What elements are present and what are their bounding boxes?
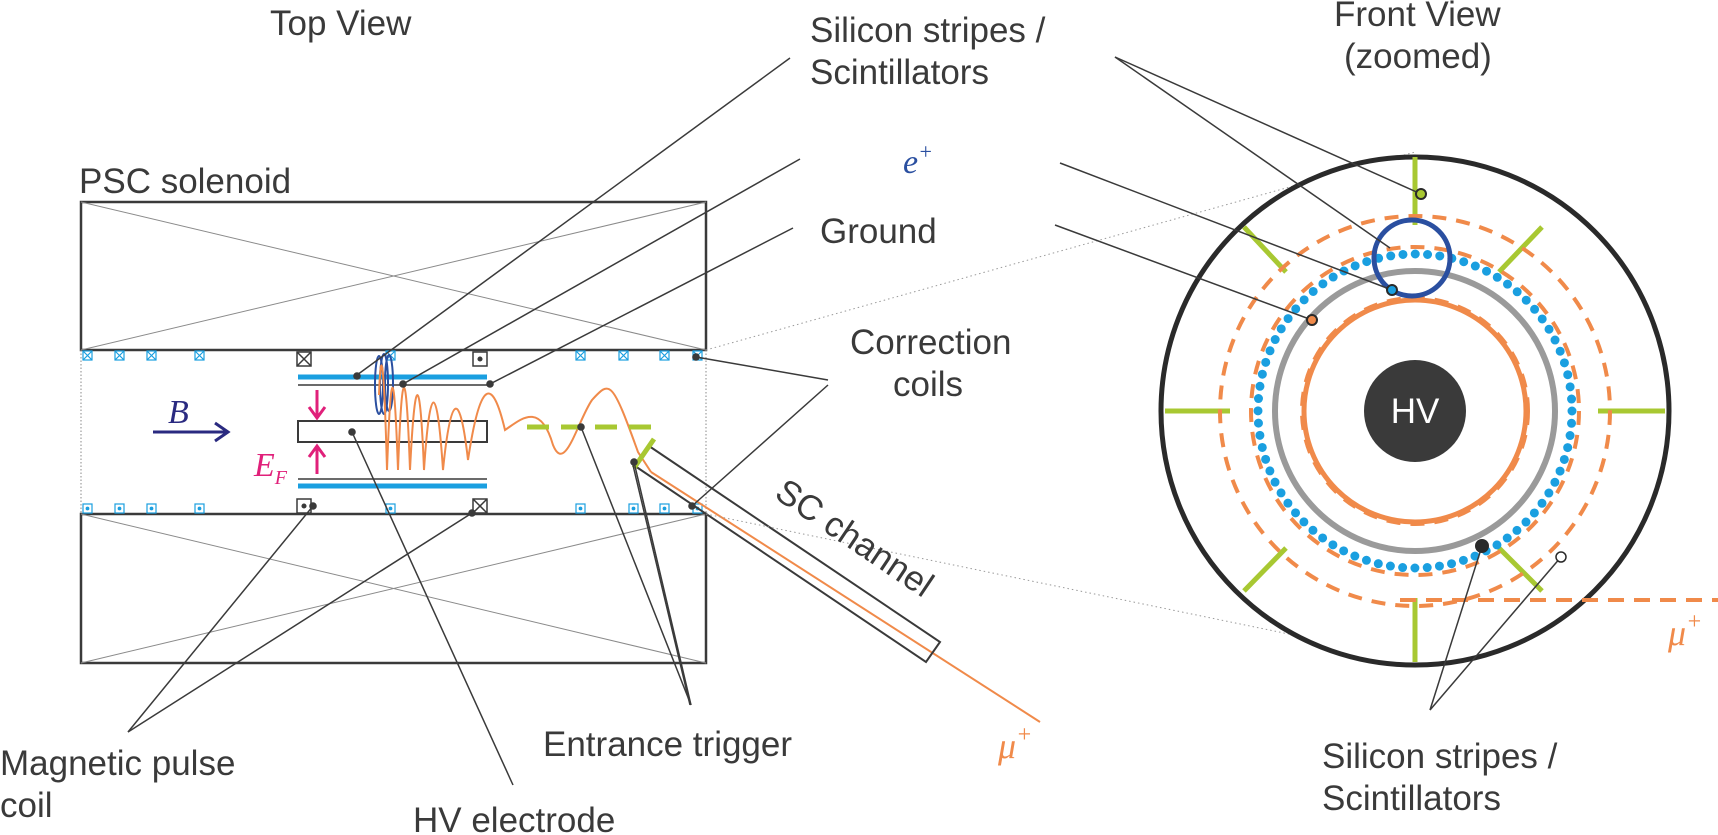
- muon-trajectory: [378, 364, 652, 473]
- front-view-title-line2: (zoomed): [1344, 37, 1492, 76]
- solenoid-upper-block: [79, 200, 708, 352]
- hv-electrode: [297, 420, 488, 443]
- correction-coils-label-line2: coils: [893, 365, 963, 404]
- silicon-top-label-line1: Silicon stripes /: [810, 11, 1046, 50]
- b-field-arrow: [153, 421, 231, 443]
- hv-core-label: HV: [1391, 392, 1440, 431]
- coil-out-of-page-icon: [659, 503, 670, 514]
- coil-into-page-icon: [114, 350, 125, 361]
- orange-dashed-ring-mid: [1249, 245, 1581, 577]
- coil-into-page-icon: [146, 350, 157, 361]
- positron-orbit-circle: [1371, 217, 1453, 299]
- solenoid-lower-block: [79, 512, 708, 665]
- magnetic-pulse-coil-label-line1: Magnetic pulse: [0, 744, 235, 783]
- hv-electrode-label: HV electrode: [413, 801, 615, 835]
- top-view: [79, 57, 1041, 786]
- silicon-bottom-label-line2: Scintillators: [1322, 779, 1501, 818]
- muon-label-front: μ+: [1667, 609, 1702, 653]
- coil-out-of-page-icon: [628, 503, 639, 514]
- leader-dots-top: [309, 353, 700, 517]
- coil-out-of-page-icon: [82, 503, 93, 514]
- top-view-title: Top View: [270, 4, 412, 43]
- orange-dashed-ring-outer: [1218, 214, 1612, 608]
- ef-label: EF: [253, 447, 288, 489]
- front-view: [1054, 56, 1718, 711]
- coil-into-page-icon: [618, 350, 629, 361]
- entrance-trigger-label: Entrance trigger: [543, 725, 792, 764]
- hv-solid-ring: [1301, 297, 1529, 525]
- pulse-coil-upper-left: [296, 351, 312, 367]
- hv-core: [1364, 360, 1466, 462]
- pulse-coil-lower-right: [472, 498, 488, 514]
- solenoid-lower-cross-b: [80, 513, 707, 664]
- coil-out-of-page-icon: [385, 503, 396, 514]
- correction-coils-label-line1: Correction: [850, 323, 1011, 362]
- muon-label-top: μ+: [997, 722, 1032, 766]
- muon-entrance-line: [650, 471, 1041, 723]
- correction-coils-lower: [82, 503, 703, 514]
- coil-into-page-icon: [575, 350, 586, 361]
- silicon-bottom-label-line1: Silicon stripes /: [1322, 737, 1558, 776]
- pulse-coil-upper-right: [472, 351, 488, 367]
- front-view-title-line1: Front View: [1334, 0, 1501, 34]
- ground-ring: [1272, 268, 1558, 554]
- leader-lines-top: [127, 57, 829, 786]
- coil-out-of-page-icon: [194, 503, 205, 514]
- coil-into-page-icon: [82, 350, 93, 361]
- leader-lines-front: [1054, 56, 1562, 711]
- correction-coils-upper: [82, 350, 703, 361]
- positron-label: e+: [903, 139, 933, 181]
- coil-into-page-icon: [659, 350, 670, 361]
- coil-out-of-page-icon: [575, 503, 586, 514]
- psc-solenoid-label: PSC solenoid: [79, 162, 291, 201]
- scintillator-ring: [1253, 249, 1577, 573]
- b-field-label: B: [168, 394, 189, 431]
- electric-field-arrows: [307, 390, 327, 474]
- magnetic-pulse-coil-label-line2: coil: [0, 786, 53, 825]
- silicon-top-label-line2: Scintillators: [810, 53, 989, 92]
- coil-out-of-page-icon: [114, 503, 125, 514]
- leader-markers-front: [1306, 188, 1567, 563]
- coil-out-of-page-icon: [146, 503, 157, 514]
- solenoid-upper-cross-b: [80, 201, 707, 351]
- coil-into-page-icon: [194, 350, 205, 361]
- ground-label: Ground: [820, 212, 937, 251]
